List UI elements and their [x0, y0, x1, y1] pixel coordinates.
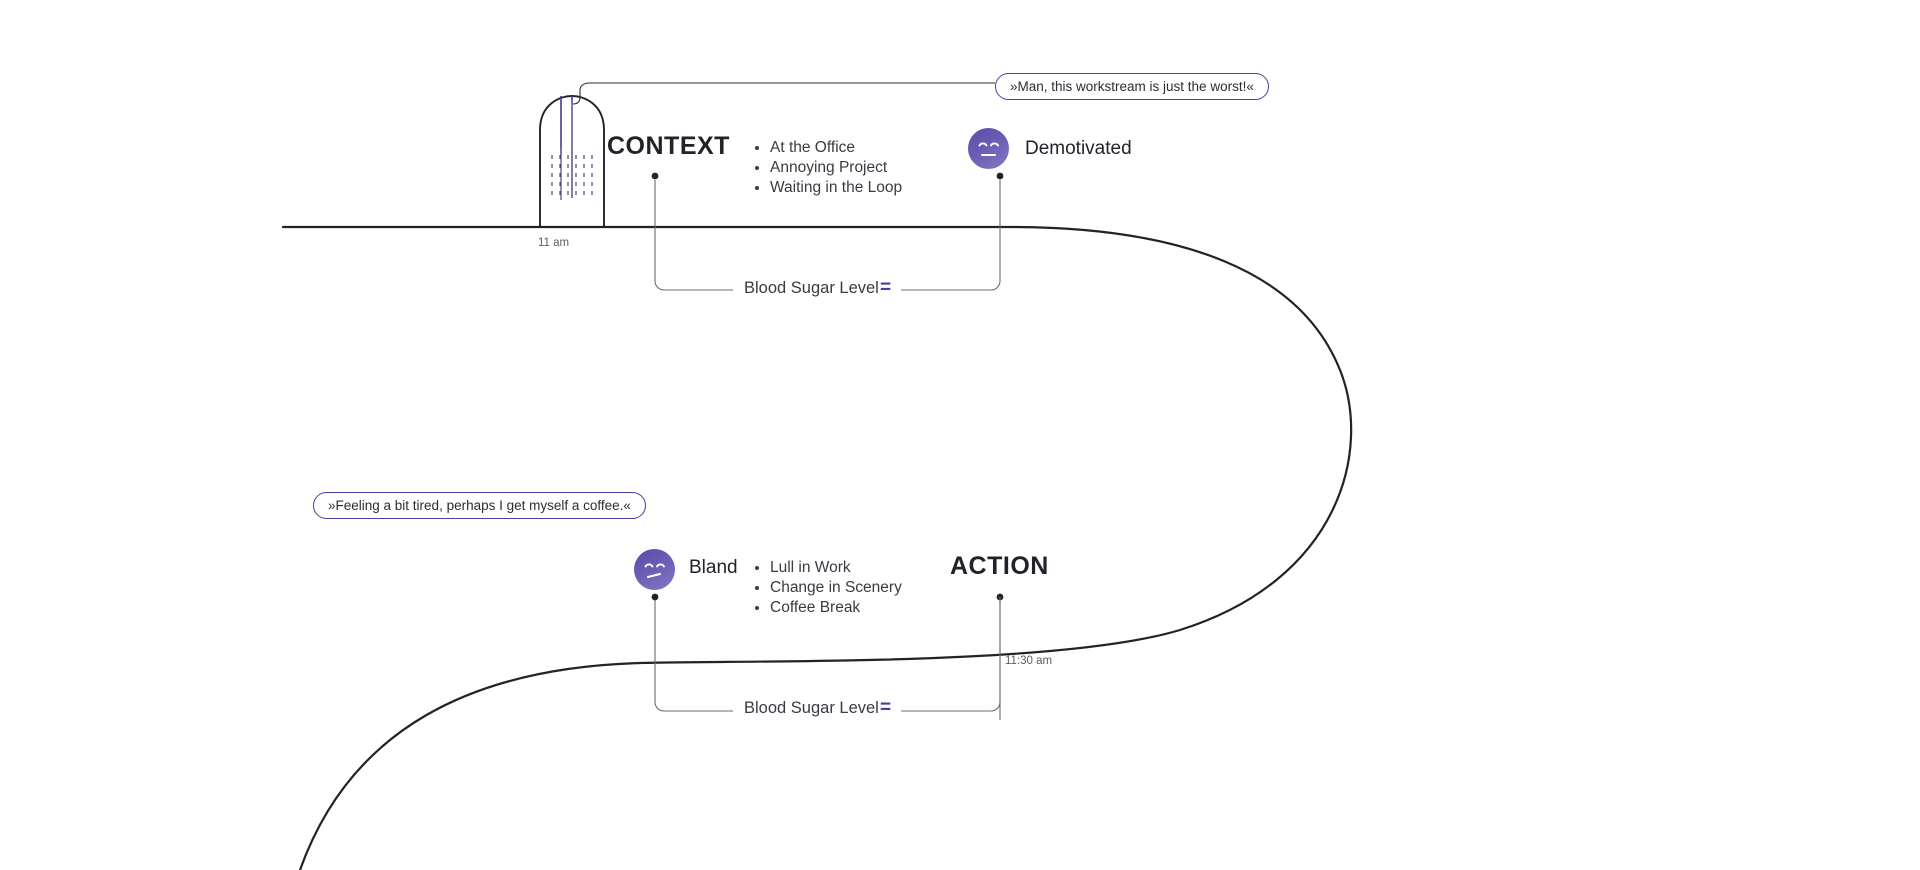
list-item: Waiting in the Loop — [755, 178, 902, 198]
quote-leader-line-context — [572, 82, 995, 105]
metric-label-context: Blood Sugar Level — [744, 279, 879, 297]
metric-label-action: Blood Sugar Level — [744, 699, 879, 717]
metric-anchor-dot-action-left — [651, 593, 659, 601]
metric-operator-context: = — [880, 277, 892, 298]
journey-line-upper-segment — [281, 225, 1353, 665]
bland-face-icon — [634, 549, 675, 590]
journey-line-lower-segment — [298, 661, 642, 870]
neutral-face-icon — [968, 128, 1009, 169]
stage-title-action: ACTION — [950, 552, 1049, 580]
speech-bubble-context: »Man, this workstream is just the worst!… — [995, 73, 1269, 100]
list-item: Annoying Project — [755, 158, 902, 178]
office-building-icon — [539, 95, 605, 227]
bullet-list-context: At the Office Annoying Project Waiting i… — [755, 138, 902, 197]
time-label-11am: 11 am — [538, 237, 570, 249]
building-windows-icon — [551, 155, 593, 195]
list-item: At the Office — [755, 138, 902, 158]
metric-operator-action: = — [880, 697, 892, 718]
stage-title-context: CONTEXT — [607, 132, 730, 160]
metric-anchor-dot-context-left — [651, 172, 659, 180]
list-item: Lull in Work — [755, 558, 902, 578]
mood-label-bland: Bland — [689, 557, 738, 578]
mood-label-demotivated: Demotivated — [1025, 138, 1132, 159]
speech-bubble-action: »Feeling a bit tired, perhaps I get myse… — [313, 492, 646, 519]
time-label-1130am: 11:30 am — [1005, 655, 1053, 667]
metric-anchor-dot-context-right — [996, 172, 1004, 180]
list-item: Change in Scenery — [755, 578, 902, 598]
list-item: Coffee Break — [755, 598, 902, 618]
bullet-list-action: Lull in Work Change in Scenery Coffee Br… — [755, 558, 902, 617]
metric-bracket-context — [654, 180, 1001, 291]
